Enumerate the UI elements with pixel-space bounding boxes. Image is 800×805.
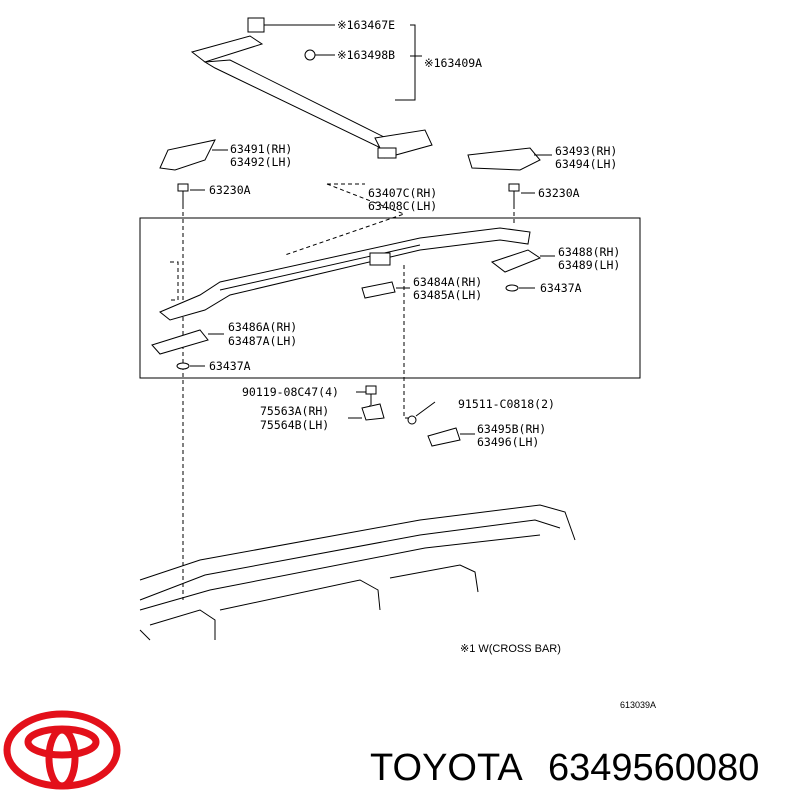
label-75563A-rh: 75563A(RH) [260,404,329,418]
label-63408C-lh: 63408C(LH) [368,199,437,213]
end-cover-right-drawing [467,147,541,171]
cover-middle-drawing [361,281,396,299]
label-163498B: ※163498B [337,48,395,62]
label-63407C-rh: 63407C(RH) [368,186,437,200]
bracket-left-drawing [151,329,209,355]
label-75564B-lh: 75564B(LH) [260,418,329,432]
label-63437A-right: 63437A [540,281,582,295]
label-163409A: ※163409A [424,56,482,70]
bolt-left-drawing [177,183,205,205]
label-63493-rh: 63493(RH) [555,144,617,158]
vehicle-body-drawing [139,504,576,641]
rail-assembly-frame [139,217,641,379]
label-63230A-right: 63230A [538,186,580,200]
label-63437A-left: 63437A [209,359,251,373]
label-63487A-lh: 63487A(LH) [228,334,297,348]
part-number: 6349560080 [548,747,759,789]
label-90119-08C47: 90119-08C47(4) [242,385,339,399]
label-63489-lh: 63489(LH) [558,258,620,272]
toyota-logo-icon [3,710,121,790]
label-91511-C0818: 91511-C0818(2) [458,397,555,411]
label-63495B-rh: 63495B(RH) [477,422,546,436]
diagram-ref-code: 613039A [620,700,656,710]
label-63491-rh: 63491(RH) [230,142,292,156]
label-63484A-rh: 63484A(RH) [413,275,482,289]
label-63496-lh: 63496(LH) [477,435,539,449]
lower-fasteners-drawing [361,385,461,447]
bolt-right-drawing [508,183,535,205]
bracket-right-drawing [490,249,542,273]
label-163467E: ※163467E [337,18,395,32]
brand-name: TOYOTA [370,747,523,789]
cross-bar-drawing [190,17,433,159]
label-63494-lh: 63494(LH) [555,157,617,171]
label-63486A-rh: 63486A(RH) [228,320,297,334]
label-63485A-lh: 63485A(LH) [413,288,482,302]
label-63488-rh: 63488(RH) [558,245,620,259]
label-63230A-left: 63230A [209,183,251,197]
end-cover-left-drawing [159,139,216,171]
roof-rail-drawing [159,227,531,321]
cross-bar-note: ※1 W(CROSS BAR) [460,643,561,655]
label-63492-lh: 63492(LH) [230,155,292,169]
